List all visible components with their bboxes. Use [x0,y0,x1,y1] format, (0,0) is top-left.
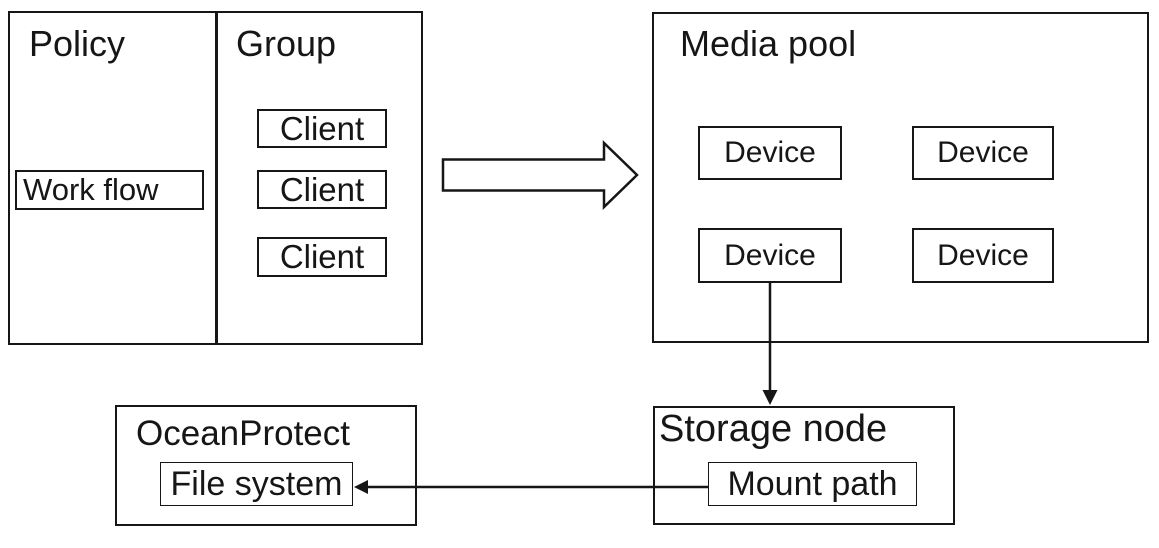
client-box: Client [257,237,387,277]
mount-path-box: Mount path [708,462,917,506]
storage-node-label: Storage node [659,408,888,450]
client-box: Client [257,170,387,209]
media-pool-label: Media pool [680,23,857,64]
policy-label: Policy [29,23,126,64]
device-to-storage-node-arrowhead-icon [762,390,778,405]
workflow-box: Work flow [15,170,204,210]
device-box: Device [698,228,842,283]
device-box: Device [912,228,1054,283]
file-system-box: File system [160,462,353,506]
device-box: Device [912,126,1054,180]
policy-group-divider [215,11,218,345]
oceanprotect-label: OceanProtect [136,414,350,453]
client-box: Client [257,109,387,148]
device-box: Device [698,126,842,180]
group-label: Group [236,23,337,64]
group-to-media-pool-arrow-icon [441,140,639,210]
